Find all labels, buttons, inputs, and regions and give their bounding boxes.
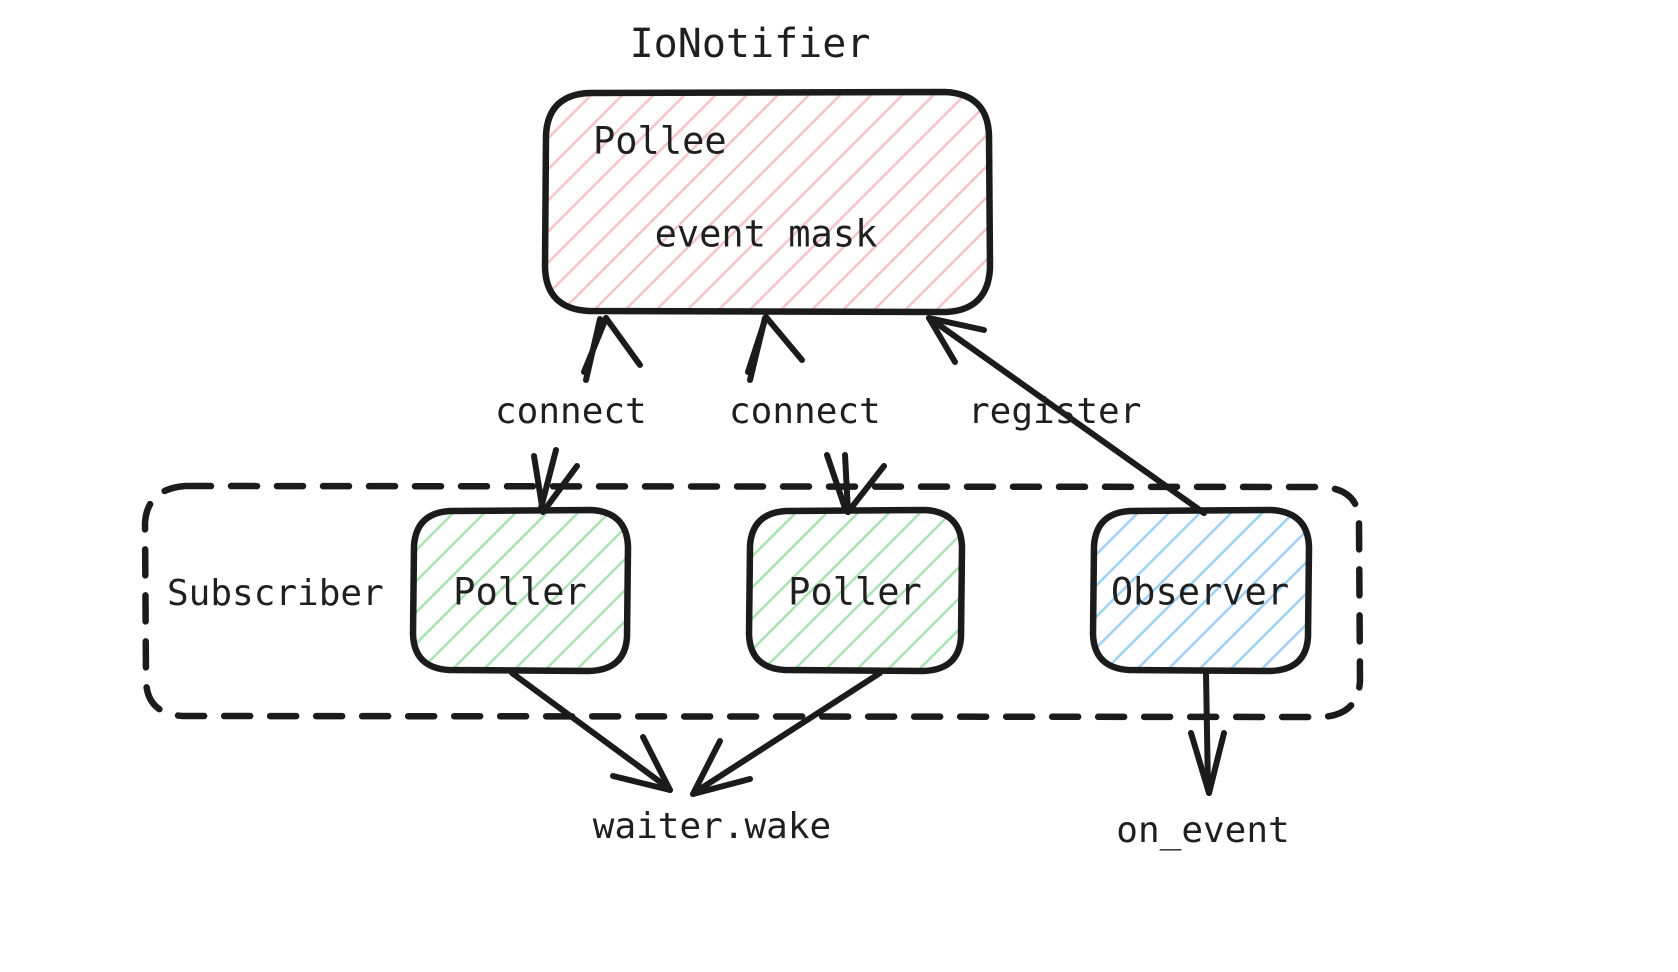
node-observer-outline [1089,506,1313,675]
node-pollee[interactable]: Pollee event mask [541,88,994,316]
node-pollee-sublabel: event mask [655,213,878,256]
edge-connect-1: connect [495,315,647,515]
terminal-on-event-label: on_event [1116,810,1289,851]
node-pollee-fill [545,92,989,312]
node-pollee-outline [541,88,994,316]
node-poller-2[interactable]: Poller [745,506,966,675]
edge-wake-1 [509,670,673,793]
edge-on-event [1188,670,1227,796]
edge-connect-2: connect [729,314,887,515]
node-poller-1[interactable]: Poller [409,506,632,675]
node-poller-2-outline [745,506,966,675]
edge-connect-1-label: connect [495,391,647,432]
page-title: IoNotifier [630,21,871,67]
node-poller-1-label: Poller [453,571,587,614]
node-pollee-label: Pollee [593,120,727,163]
terminal-waiter-wake-label: waiter.wake [593,806,831,847]
node-poller-1-outline [409,506,632,675]
edge-connect-2-label: connect [729,391,881,432]
node-poller-1-fill [412,510,628,672]
node-observer-label: Observer [1111,571,1289,614]
group-subscriber-label: Subscriber [167,573,384,614]
node-observer-fill [1092,510,1310,672]
edge-wake-2 [690,670,883,797]
edge-register: register [926,315,1207,516]
group-subscriber-outline [141,482,1364,721]
node-poller-2-fill [748,510,962,672]
edge-register-label: register [968,391,1141,432]
node-poller-2-label: Poller [788,571,922,614]
node-observer[interactable]: Observer [1089,506,1313,675]
group-subscriber: Subscriber [141,482,1364,721]
